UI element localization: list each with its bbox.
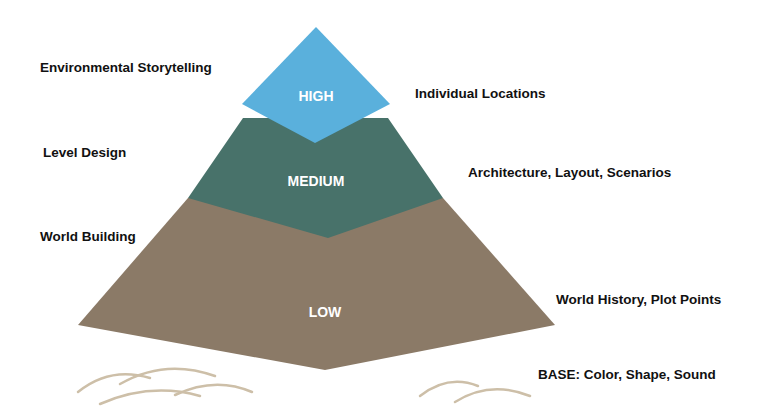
side-label: World History, Plot Points (556, 292, 721, 307)
band-label: HIGH (299, 88, 334, 104)
side-label: Individual Locations (415, 86, 546, 101)
wave-stroke (120, 369, 215, 384)
band-label: MEDIUM (288, 173, 345, 189)
side-label: World Building (40, 229, 136, 244)
wave-stroke (78, 374, 150, 392)
wave-stroke (100, 391, 200, 404)
pyramid-band: HIGH (240, 25, 392, 145)
side-label: Level Design (43, 145, 126, 160)
side-label: Environmental Storytelling (40, 60, 212, 75)
side-label: Architecture, Layout, Scenarios (468, 165, 671, 180)
band-fill (78, 198, 555, 370)
band-label: LOW (309, 304, 342, 320)
band-shape (240, 25, 392, 145)
wave-stroke (455, 389, 530, 402)
wave-stroke (175, 385, 252, 395)
side-label: BASE: Color, Shape, Sound (538, 367, 716, 382)
